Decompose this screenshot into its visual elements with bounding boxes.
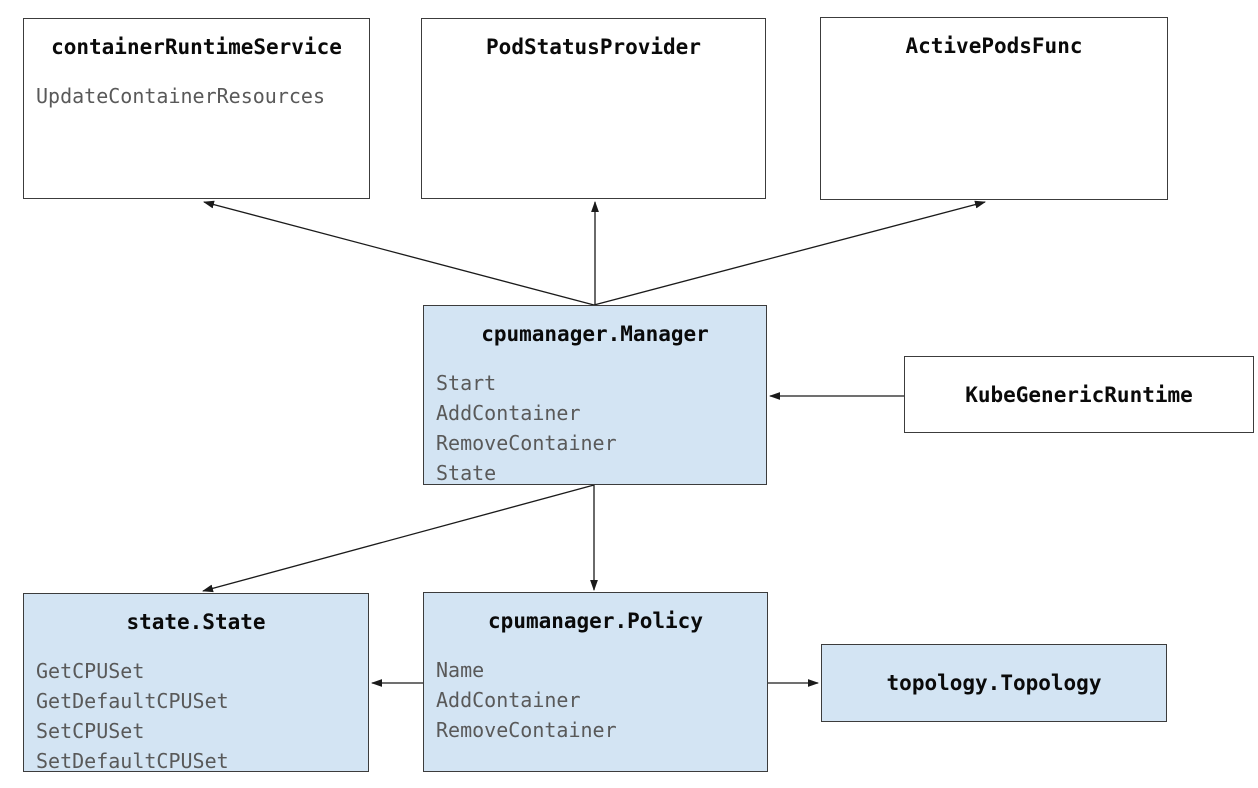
node-title: PodStatusProvider xyxy=(486,35,701,59)
node-title: KubeGenericRuntime xyxy=(965,382,1193,407)
method-name: SetCPUSet xyxy=(36,719,145,743)
node-title: cpumanager.Manager xyxy=(481,322,709,346)
node-title: cpumanager.Policy xyxy=(488,609,703,633)
node-methods: Start AddContainer RemoveContainer State xyxy=(436,368,766,488)
method-name: RemoveContainer xyxy=(436,431,617,455)
method-name: State xyxy=(436,461,497,485)
method-name: Start xyxy=(436,371,497,395)
method-name: UpdateContainerResources xyxy=(36,84,325,108)
edge-manager-to-active-pods-func xyxy=(593,200,986,306)
edge-manager-to-container-runtime-service xyxy=(203,200,595,306)
node-title: containerRuntimeService xyxy=(51,35,342,59)
node-topology-topology: topology.Topology xyxy=(821,644,1167,722)
edge-manager-to-state xyxy=(202,484,595,593)
node-title: state.State xyxy=(126,610,266,634)
node-cpumanager-policy: cpumanager.Policy Name AddContainer Remo… xyxy=(423,592,768,772)
node-state-state: state.State GetCPUSet GetDefaultCPUSet S… xyxy=(23,593,369,773)
node-methods: UpdateContainerResources xyxy=(36,81,369,111)
method-name: GetDefaultCPUSet xyxy=(36,689,229,713)
node-cpumanager-manager: cpumanager.Manager Start AddContainer Re… xyxy=(423,305,767,485)
method-name: SetDefaultCPUSet xyxy=(36,749,229,773)
node-methods: GetCPUSet GetDefaultCPUSet SetCPUSet Set… xyxy=(36,656,368,776)
node-kube-generic-runtime: KubeGenericRuntime xyxy=(904,356,1254,433)
node-title: topology.Topology xyxy=(886,671,1102,695)
node-active-pods-func: ActivePodsFunc xyxy=(820,17,1168,200)
node-container-runtime-service: containerRuntimeService UpdateContainerR… xyxy=(23,18,370,199)
node-title: ActivePodsFunc xyxy=(905,34,1083,58)
method-name: AddContainer xyxy=(436,688,581,712)
method-name: AddContainer xyxy=(436,401,581,425)
method-name: RemoveContainer xyxy=(436,718,617,742)
method-name: GetCPUSet xyxy=(36,659,145,683)
node-methods: Name AddContainer RemoveContainer xyxy=(436,655,767,745)
method-name: Name xyxy=(436,658,485,682)
node-pod-status-provider: PodStatusProvider xyxy=(421,18,766,199)
